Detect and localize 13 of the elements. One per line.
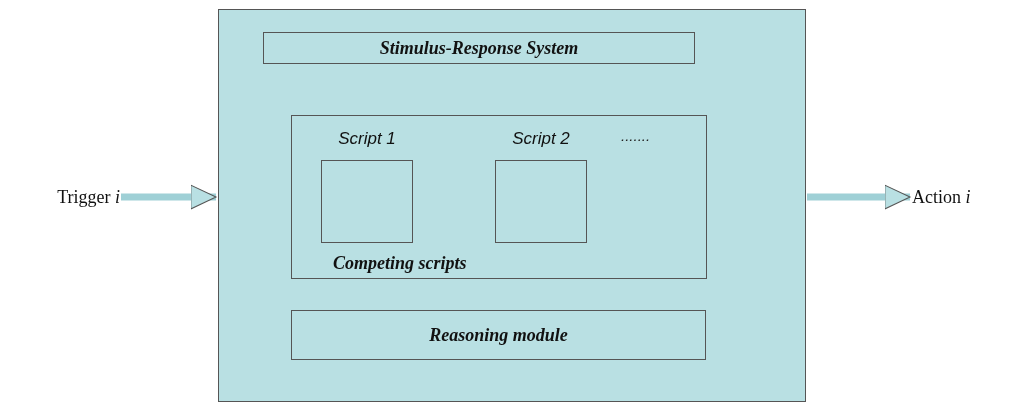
script-title: Script 2: [512, 128, 570, 150]
block-arrow: [807, 184, 911, 210]
module-title: Stimulus-Response System: [379, 36, 579, 60]
scripts-container: [291, 115, 707, 279]
script-title: Script 1: [338, 128, 396, 150]
module-box: [263, 32, 695, 64]
module-box: [291, 310, 706, 360]
io-label: Action i: [912, 184, 992, 210]
container-title: Competing scripts: [333, 252, 467, 275]
module-title: Reasoning module: [429, 323, 568, 347]
io-label: Trigger i: [40, 184, 120, 210]
ellipsis-text: .......: [621, 126, 651, 146]
system-panel: [218, 9, 806, 402]
